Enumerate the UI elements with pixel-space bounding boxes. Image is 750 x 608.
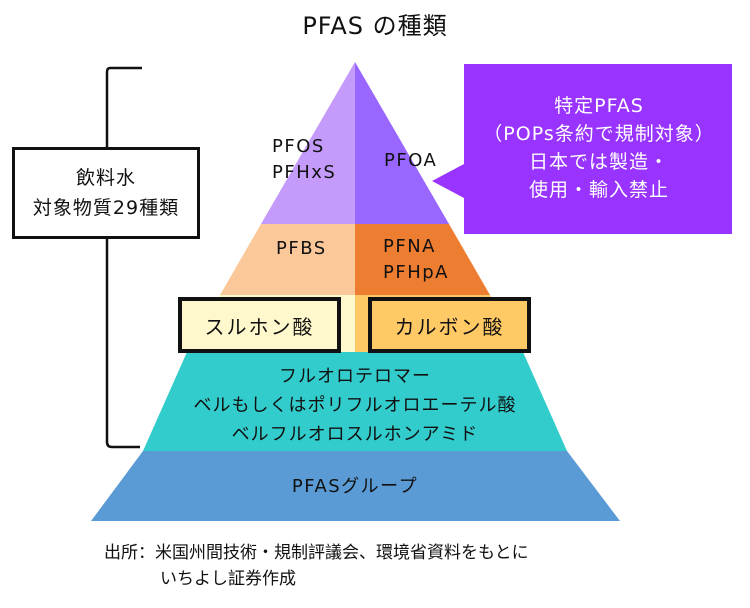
source-line-1: 出所：米国州間技術・規制評議会、環境省資料をもとに	[104, 543, 529, 563]
label-pfos: PFOS	[272, 136, 325, 157]
label-pfoa: PFOA	[384, 150, 438, 171]
tier1-right-pfoa-region	[355, 62, 449, 224]
callout-shape	[432, 64, 732, 234]
source-note: 出所：米国州間技術・規制評議会、環境省資料をもとに いちよし証券作成	[104, 540, 529, 592]
callout-text: 特定PFAS （POPs条約で規制対象） 日本では製造・ 使用・輸入禁止	[468, 92, 730, 204]
sulfonic-acid-box: スルホン酸	[178, 297, 341, 353]
label-perfluorosulfonamide: ベルフルオロスルホンアミド	[231, 424, 479, 445]
tier1-right-labels: PFOA	[384, 148, 437, 174]
label-pfhxs: PFHxS	[272, 162, 337, 183]
tier2-right-pfna-region	[355, 224, 490, 295]
drinking-water-line-2: 対象物質29種類	[32, 197, 180, 219]
label-pfhpa: PFHpA	[383, 262, 449, 283]
diagram-title: PFAS の種類	[302, 12, 448, 40]
tier4-fluorotelomer-region	[143, 352, 567, 451]
callout-line-2: （POPs条約で規制対象）	[483, 123, 715, 145]
drinking-water-bracket	[105, 66, 142, 449]
source-line-2: いちよし証券作成	[160, 569, 296, 589]
tier1-left-pfos-region	[261, 62, 355, 224]
label-pfbs: PFBS	[276, 238, 327, 259]
tier5-pfas-group-region	[91, 451, 620, 521]
label-pfas-group: PFASグループ	[291, 476, 419, 497]
drinking-water-line-1: 飲料水	[75, 167, 136, 189]
tier4-labels: フルオロテロマー ベルもしくはポリフルオロエーテル酸 ベルフルオロスルホンアミド	[160, 362, 550, 449]
carboxylic-acid-box: カルボン酸	[368, 297, 531, 353]
tier1-left-labels: PFOS PFHxS	[272, 134, 336, 186]
callout-line-1: 特定PFAS	[554, 95, 644, 117]
callout-line-4: 使用・輸入禁止	[528, 179, 669, 201]
label-fluorotelomer: フルオロテロマー	[279, 366, 431, 387]
callout-line-3: 日本では製造・	[528, 151, 669, 173]
label-polyfluoroether-acid: ベルもしくはポリフルオロエーテル酸	[193, 395, 517, 416]
tier2-right-labels: PFNA PFHpA	[383, 234, 449, 286]
label-pfna: PFNA	[383, 236, 436, 257]
drinking-water-box: 飲料水 対象物質29種類	[12, 147, 200, 239]
tier2-left-labels: PFBS	[276, 236, 327, 262]
tier2-left-pfbs-region	[220, 224, 355, 295]
